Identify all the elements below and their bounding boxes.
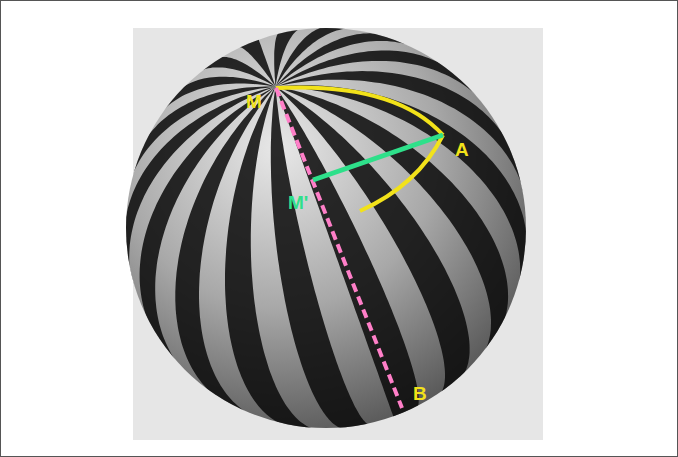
sphere xyxy=(126,28,526,428)
dark-stripe xyxy=(140,87,276,379)
dashed-line xyxy=(276,88,402,408)
point-label: M' xyxy=(288,193,308,212)
dark-stripe xyxy=(236,38,276,87)
sphere-stripes xyxy=(124,26,527,430)
yellow-arc xyxy=(276,87,443,135)
point-label: A xyxy=(455,140,469,159)
dark-stripe xyxy=(153,77,275,124)
point-label: M xyxy=(246,92,262,111)
green-segment xyxy=(313,135,443,180)
dark-stripe xyxy=(175,87,275,420)
yellow-arc xyxy=(360,135,443,211)
dark-stripe xyxy=(274,27,305,87)
point-label: B xyxy=(413,384,427,403)
dark-stripe xyxy=(271,87,372,429)
